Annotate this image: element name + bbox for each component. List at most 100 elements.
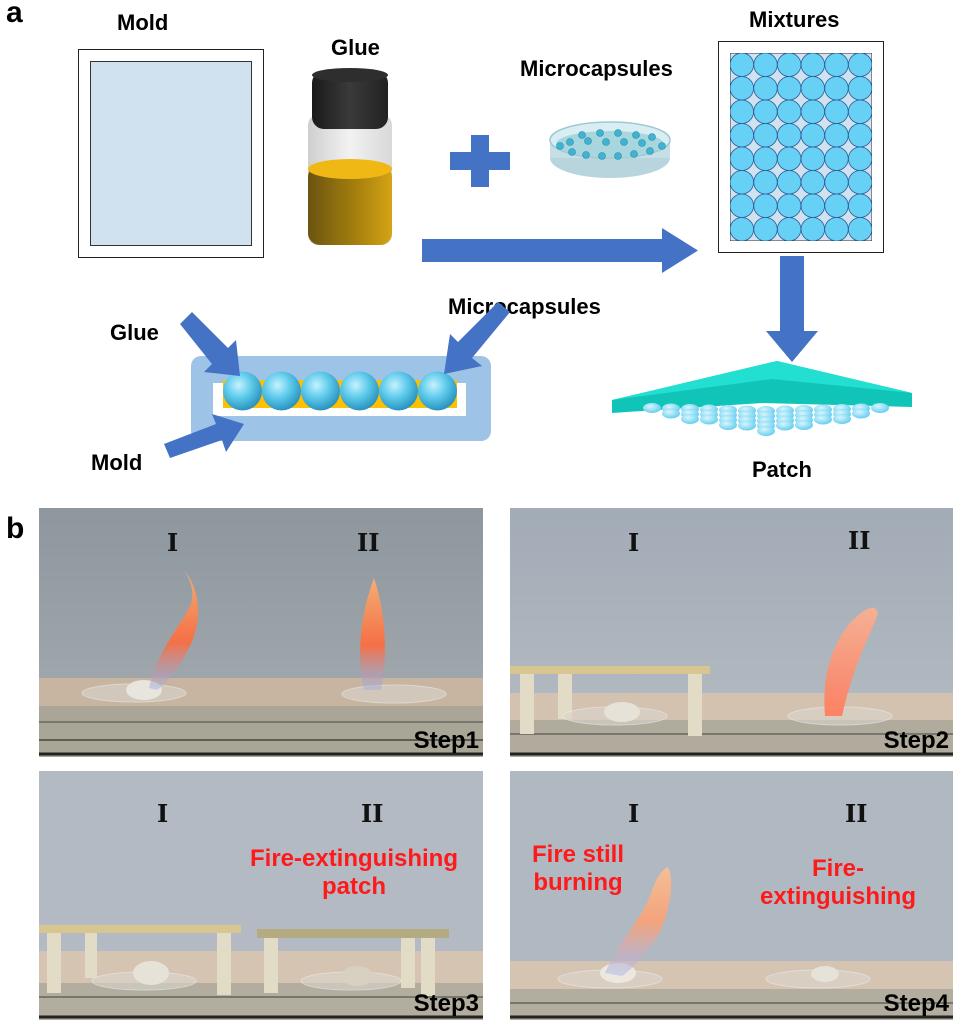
patch-capsule xyxy=(700,414,718,425)
step-label: Step4 xyxy=(883,990,949,1017)
microcapsule xyxy=(777,217,802,241)
microcapsule xyxy=(753,53,778,77)
petri-dish-icon xyxy=(549,121,671,178)
microcapsule xyxy=(824,170,849,195)
arrow-down-icon xyxy=(766,256,818,362)
mixtures-label: Mixtures xyxy=(749,7,840,32)
photo-step3: I II Fire-extinguishing patch Step3 xyxy=(39,771,483,1020)
microcapsule xyxy=(800,217,825,241)
patch-capsule xyxy=(776,420,794,431)
microcapsule xyxy=(824,53,849,77)
patch-illustration xyxy=(612,361,912,436)
microcapsule xyxy=(848,123,872,148)
marker-i: I xyxy=(167,528,179,557)
microcapsule-sphere xyxy=(223,371,262,411)
microcapsule xyxy=(730,193,754,218)
microcapsule xyxy=(753,217,778,241)
patch-capsule xyxy=(814,414,832,425)
microcapsules-label: Microcapsules xyxy=(520,56,673,81)
microcapsule xyxy=(800,170,825,195)
microcapsule xyxy=(753,146,778,171)
microcapsule xyxy=(777,170,802,195)
microcapsule xyxy=(753,170,778,195)
cross-section-mold xyxy=(191,356,491,441)
microcapsule xyxy=(730,53,754,77)
capsule-row xyxy=(223,371,457,411)
microcapsule-sphere xyxy=(379,371,418,411)
microcapsule xyxy=(777,76,802,101)
microcapsule xyxy=(730,76,754,101)
microcapsule xyxy=(730,146,754,171)
microcapsule-sphere xyxy=(418,371,457,411)
microcapsule xyxy=(753,193,778,218)
glue-layer xyxy=(223,380,457,408)
annotation-line: patch xyxy=(321,873,386,900)
microcapsule-sphere xyxy=(262,371,301,411)
pointer-arrows xyxy=(164,302,510,458)
patch-capsule xyxy=(662,408,680,419)
microcapsule xyxy=(730,123,754,148)
panel-b-letter: b xyxy=(6,512,25,545)
patch-capsule xyxy=(681,414,699,424)
step-label: Step1 xyxy=(413,727,479,754)
microcapsule xyxy=(730,99,754,124)
microcapsule xyxy=(753,99,778,124)
marker-ii: II xyxy=(357,528,380,557)
patch-capsule xyxy=(833,414,851,424)
microcapsule xyxy=(848,76,872,101)
microcapsule xyxy=(777,123,802,148)
annotation-line: Fire- xyxy=(811,855,864,882)
cross-glue-label: Glue xyxy=(110,320,159,345)
microcapsule xyxy=(848,99,872,124)
fire-extinguishing-annotation: Fire- extinguishing xyxy=(738,855,938,911)
microcapsule xyxy=(800,146,825,171)
panel-a-letter: a xyxy=(6,0,23,29)
marker-ii: II xyxy=(845,799,868,828)
microcapsule xyxy=(800,99,825,124)
microcapsule xyxy=(777,53,802,77)
microcapsule xyxy=(824,193,849,218)
patch-capsule xyxy=(643,403,661,413)
arrow-right-icon xyxy=(422,228,698,273)
step-label: Step2 xyxy=(883,727,949,754)
microcapsule xyxy=(800,193,825,218)
marker-i: I xyxy=(628,799,640,828)
microcapsule xyxy=(824,123,849,148)
microcapsule-sphere xyxy=(340,371,379,411)
patch-capsule xyxy=(738,420,756,431)
mixture-background xyxy=(730,53,872,241)
microcapsule xyxy=(824,146,849,171)
microcapsule xyxy=(753,76,778,101)
microcapsule xyxy=(824,217,849,241)
microcapsule xyxy=(730,217,754,241)
fire-extinguishing-patch-annotation: Fire-extinguishing patch xyxy=(234,845,474,901)
marker-ii: II xyxy=(848,526,871,555)
patch-capsule xyxy=(852,408,870,419)
mold-label: Mold xyxy=(117,10,169,35)
microcapsule xyxy=(824,99,849,124)
annotation-line: Fire still xyxy=(531,841,625,868)
microcapsule xyxy=(777,99,802,124)
microcapsule xyxy=(777,193,802,218)
microcapsule-sphere xyxy=(301,371,340,411)
microcapsule xyxy=(800,53,825,77)
microcapsule xyxy=(800,123,825,148)
microcapsule xyxy=(848,53,872,77)
glue-label: Glue xyxy=(331,35,380,60)
annotation-line: burning xyxy=(533,869,623,896)
marker-i: I xyxy=(157,799,169,828)
capsule-grid xyxy=(730,53,872,241)
marker-i: I xyxy=(628,528,640,557)
microcapsule xyxy=(753,123,778,148)
photo-step1: I II Step1 xyxy=(39,508,483,757)
mixtures-illustration xyxy=(718,41,884,253)
microcapsule xyxy=(848,193,872,218)
cross-microcapsules-label: Microcapsules xyxy=(448,294,601,319)
mold-illustration xyxy=(78,49,264,258)
microcapsule xyxy=(730,170,754,195)
patch-capsule xyxy=(871,403,889,413)
microcapsule xyxy=(848,170,872,195)
glue-bottle-icon xyxy=(308,68,392,245)
microcapsule xyxy=(777,146,802,171)
annotation-line: Fire-extinguishing xyxy=(249,845,458,872)
